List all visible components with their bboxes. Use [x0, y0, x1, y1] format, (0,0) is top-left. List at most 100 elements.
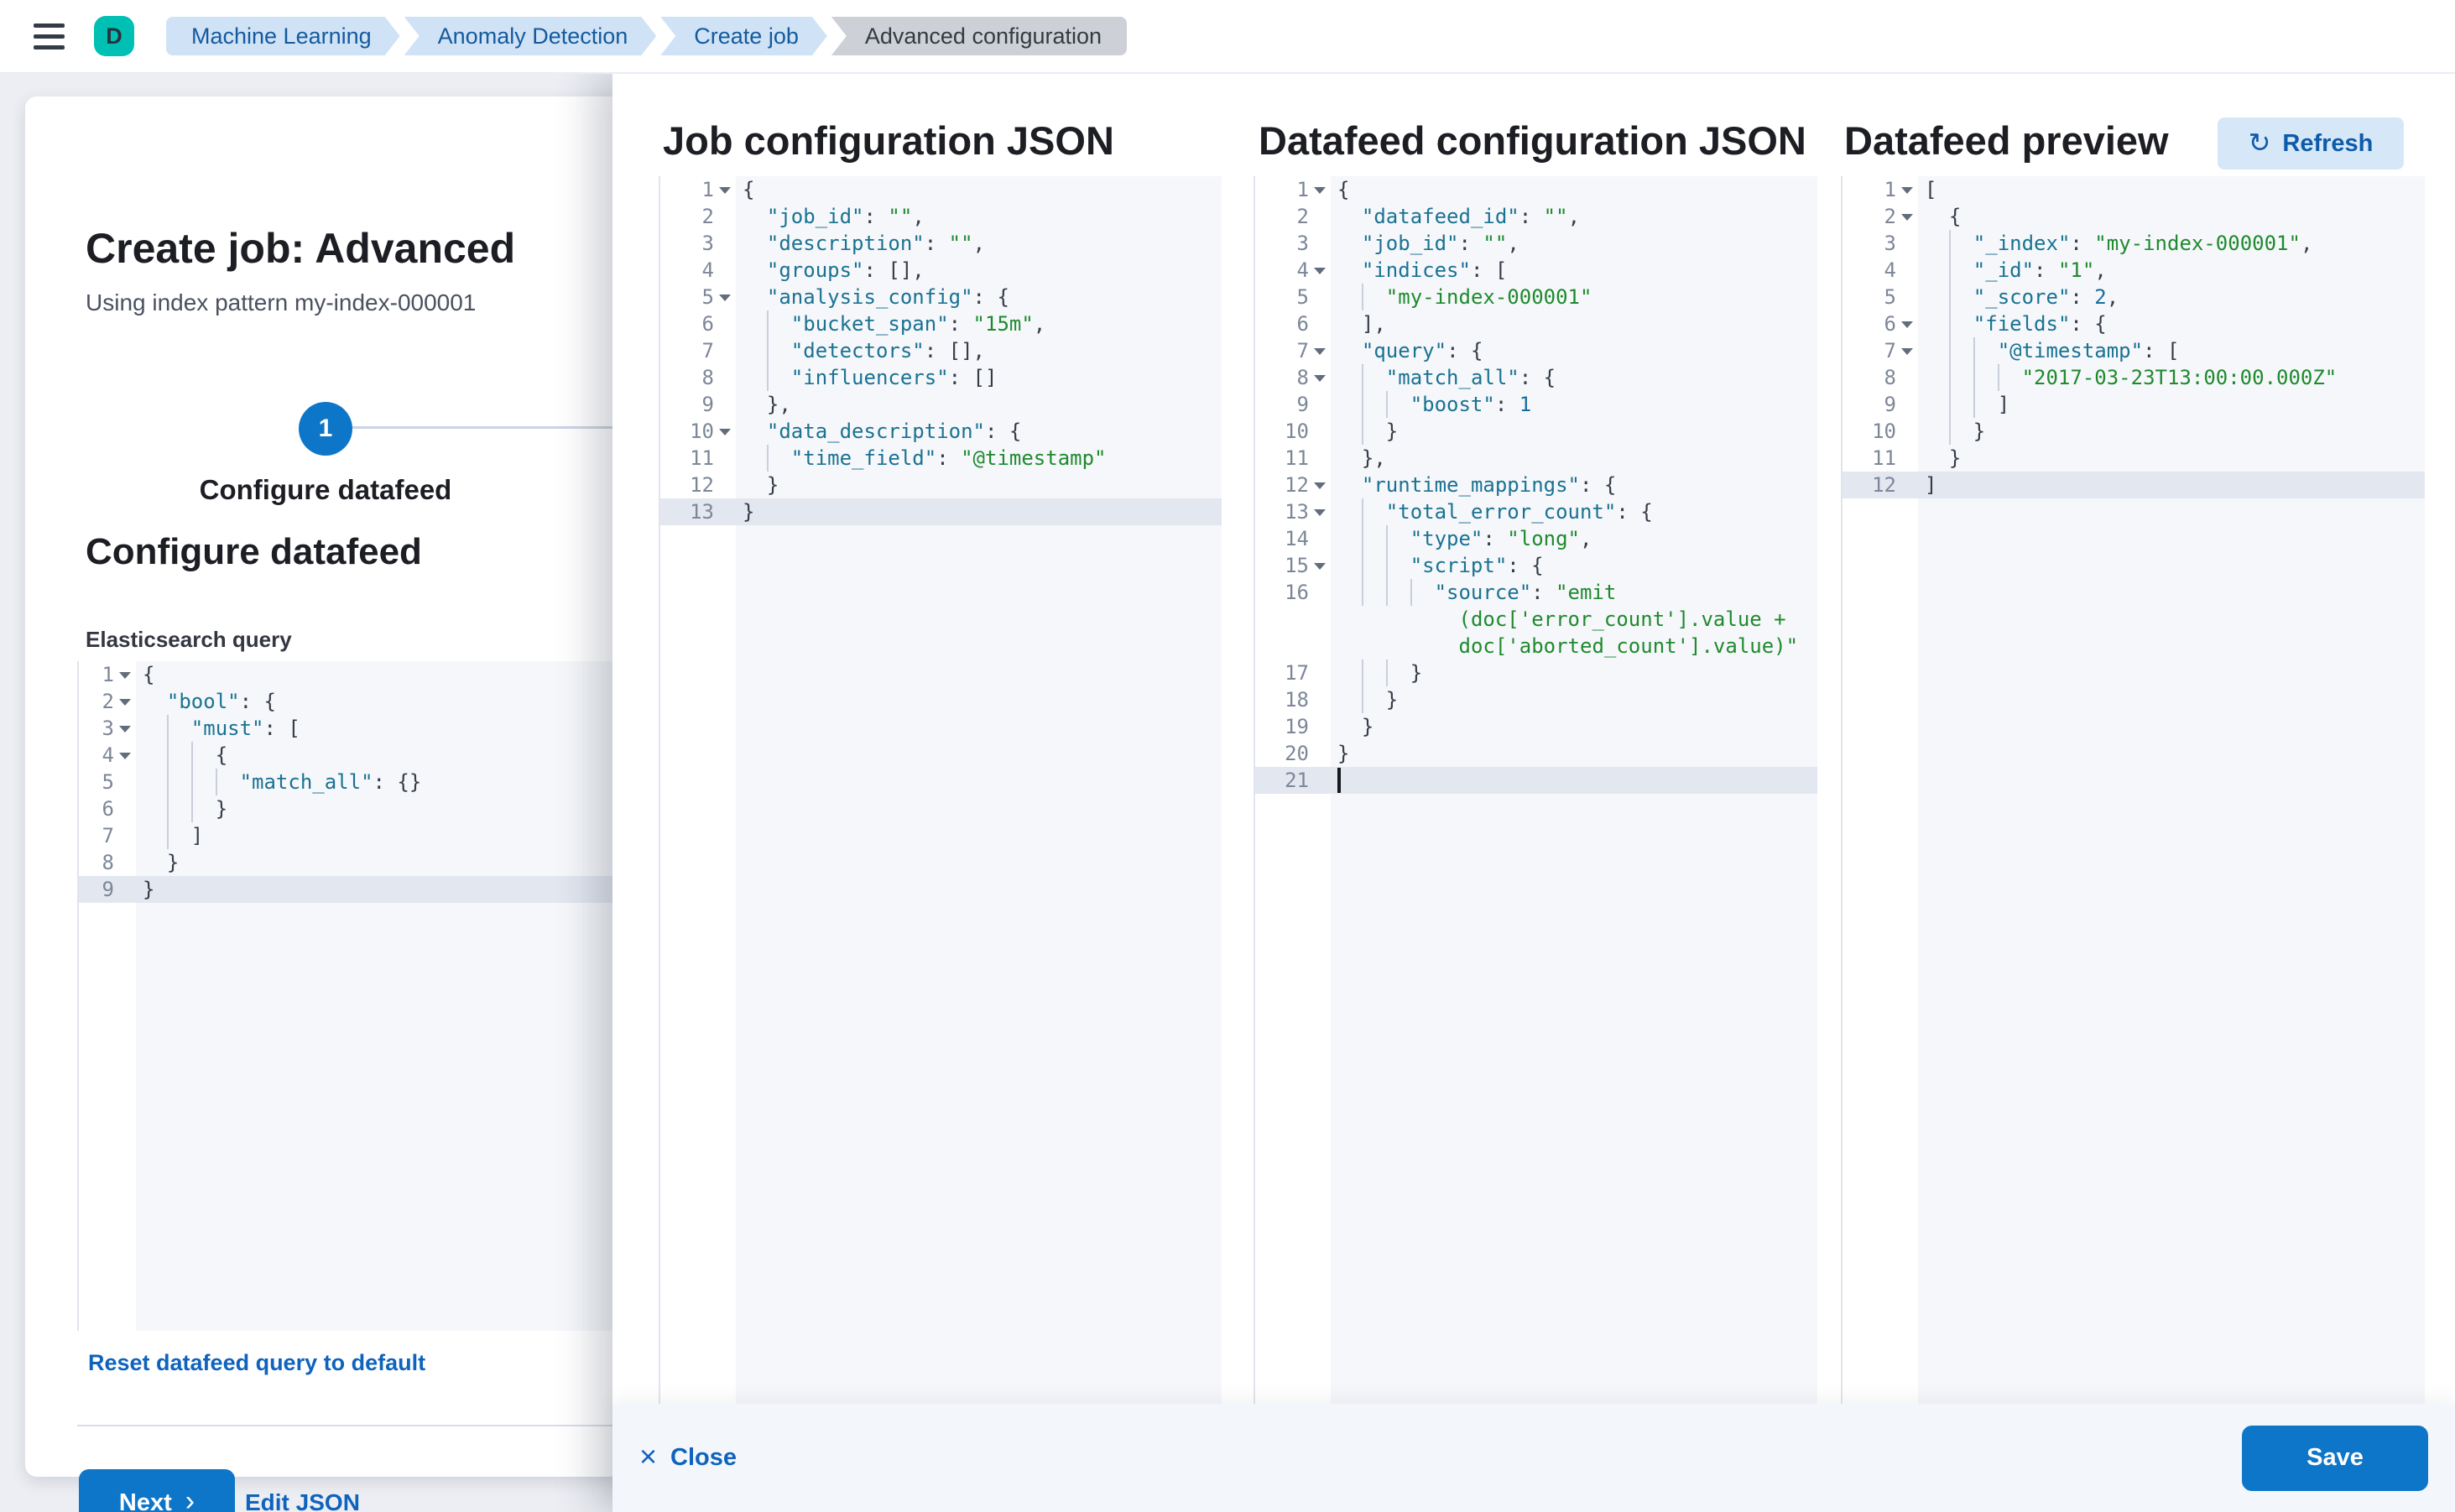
code-line[interactable]: 1[ [1884, 176, 1937, 203]
code-line[interactable]: 6 } [102, 795, 228, 822]
step-connector [326, 426, 646, 429]
code-line[interactable]: 11 } [1872, 446, 1962, 470]
code-line[interactable]: 17 } [1285, 660, 1423, 686]
code-line[interactable]: 8 } [102, 851, 180, 874]
breadcrumb-anomaly-detection[interactable]: Anomaly Detection [404, 17, 657, 55]
datafeed-config-editor[interactable]: 1{2 "datafeed_id": "", 3 "job_id": "",4 "… [1254, 176, 1817, 1404]
fold-arrow-icon[interactable] [1896, 176, 1918, 203]
code-line[interactable]: 5 "match_all": {} [102, 769, 422, 795]
fold-arrow-icon[interactable] [1309, 552, 1331, 579]
code-line[interactable]: 2 "datafeed_id": "", [1296, 205, 1581, 228]
code-line[interactable]: 15 "script": { [1285, 552, 1544, 579]
fold-arrow-icon[interactable] [1896, 310, 1918, 337]
code-line[interactable]: 4 "indices": [ [1296, 257, 1508, 284]
fold-arrow-icon[interactable] [714, 418, 736, 445]
code-line[interactable]: 7 "@timestamp": [ [1884, 337, 2180, 364]
next-button[interactable]: Next › [79, 1469, 235, 1512]
code-line[interactable]: 5 "_score": 2, [1884, 284, 2119, 310]
code-line[interactable]: 12 "runtime_mappings": { [1285, 472, 1617, 498]
code-line[interactable]: 8 "match_all": { [1296, 364, 1556, 391]
code-line[interactable]: 11 }, [1285, 446, 1386, 470]
code-line[interactable]: 3 "job_id": "", [1296, 232, 1519, 255]
code-line[interactable]: 20} [1285, 742, 1350, 765]
avatar[interactable]: D [94, 16, 134, 56]
code-line[interactable]: 4 "_id": "1", [1884, 257, 2107, 284]
json-flyout: Job configuration JSON Datafeed configur… [612, 74, 2455, 1512]
code-line[interactable]: 2 "bool": { [102, 688, 276, 715]
code-line[interactable]: 9 }, [701, 393, 791, 416]
code-line[interactable]: 7 ] [102, 822, 204, 849]
code-line[interactable]: 19 } [1285, 715, 1374, 738]
fold-arrow-icon[interactable] [114, 742, 136, 769]
save-button[interactable]: Save [2242, 1425, 2428, 1491]
code-line[interactable]: 3 "_index": "my-index-000001", [1884, 230, 2313, 257]
fold-arrow-icon[interactable] [114, 715, 136, 742]
job-config-title: Job configuration JSON [663, 118, 1114, 163]
code-line[interactable]: 2 "job_id": "", [701, 205, 925, 228]
code-line[interactable]: (doc['error_count'].value + [1458, 607, 1786, 631]
fold-arrow-icon[interactable] [1309, 472, 1331, 498]
fold-arrow-icon[interactable] [1896, 203, 1918, 230]
breadcrumb-advanced-configuration: Advanced configuration [831, 17, 1128, 55]
code-line[interactable]: 12] [1843, 472, 2425, 498]
code-line[interactable]: 16 "source": "emit [1285, 579, 1617, 606]
code-line[interactable]: 6 "fields": { [1884, 310, 2107, 337]
code-line[interactable]: 10 } [1872, 418, 1986, 445]
code-line[interactable]: 3 "description": "", [701, 232, 986, 255]
code-line[interactable]: 4 { [102, 742, 228, 769]
code-line[interactable]: 6 "bucket_span": "15m", [701, 310, 1046, 337]
fold-arrow-icon[interactable] [1309, 364, 1331, 391]
code-line[interactable]: 12 } [690, 473, 779, 497]
code-line[interactable]: 2 { [1884, 203, 1962, 230]
datafeed-config-title: Datafeed configuration JSON [1259, 118, 1806, 163]
code-line[interactable]: 7 "query": { [1296, 337, 1483, 364]
code-line[interactable]: 3 "must": [ [102, 715, 300, 742]
code-line[interactable]: 14 "type": "long", [1285, 525, 1592, 552]
code-line[interactable]: 9 "boost": 1 [1296, 391, 1532, 418]
code-line[interactable]: 1{ [102, 661, 155, 688]
reset-datafeed-query-link[interactable]: Reset datafeed query to default [88, 1350, 426, 1375]
code-line[interactable]: 13} [660, 498, 1222, 525]
step-1-label: Configure datafeed [199, 474, 452, 505]
fold-arrow-icon[interactable] [114, 688, 136, 715]
fold-arrow-icon[interactable] [114, 661, 136, 688]
fold-arrow-icon[interactable] [1896, 337, 1918, 364]
chevron-right-icon: › [185, 1484, 195, 1512]
code-line[interactable]: 1{ [701, 176, 755, 203]
code-line[interactable]: 5 "my-index-000001" [1296, 284, 1592, 310]
close-button[interactable]: × Close [639, 1439, 737, 1474]
code-line[interactable]: 21 [1255, 767, 1817, 794]
code-line[interactable]: 7 "detectors": [], [701, 337, 985, 364]
fold-arrow-icon[interactable] [714, 284, 736, 310]
menu-icon[interactable] [0, 0, 65, 73]
code-line[interactable]: 8 "influencers": [] [701, 364, 998, 391]
code-line[interactable]: 1{ [1296, 176, 1350, 203]
step-1-indicator[interactable]: 1 [299, 402, 352, 456]
top-header: D Machine Learning Anomaly Detection Cre… [0, 0, 2455, 74]
code-line[interactable]: 11 "time_field": "@timestamp" [690, 445, 1107, 472]
code-line[interactable]: 9 ] [1884, 391, 2010, 418]
create-job-panel: Create job: Advanced Using index pattern… [25, 96, 646, 1512]
es-query-editor[interactable]: 1{2 "bool": {3 "must": [4 {5 "match_all"… [77, 661, 646, 1331]
fold-arrow-icon[interactable] [1309, 498, 1331, 525]
refresh-button[interactable]: ↻ Refresh [2218, 117, 2404, 169]
code-line[interactable]: 10 } [1285, 418, 1399, 445]
code-line[interactable]: 10 "data_description": { [690, 418, 1022, 445]
fold-arrow-icon[interactable] [1309, 337, 1331, 364]
datafeed-preview-editor[interactable]: 1[2 {3 "_index": "my-index-000001",4 "_i… [1841, 176, 2425, 1404]
fold-arrow-icon[interactable] [1309, 176, 1331, 203]
fold-arrow-icon[interactable] [1309, 257, 1331, 284]
breadcrumb-machine-learning[interactable]: Machine Learning [166, 17, 400, 55]
job-config-editor[interactable]: 1{2 "job_id": "", 3 "description": "", 4 "… [659, 176, 1222, 1404]
code-line[interactable]: 4 "groups": [], [701, 258, 925, 282]
code-line[interactable]: 13 "total_error_count": { [1285, 498, 1653, 525]
breadcrumb-create-job[interactable]: Create job [660, 17, 827, 55]
code-line[interactable]: 5 "analysis_config": { [701, 284, 1009, 310]
code-line[interactable]: 8 "2017-03-23T13:00:00.000Z" [1884, 364, 2338, 391]
code-line[interactable]: doc['aborted_count'].value)" [1458, 634, 1799, 658]
code-line[interactable]: 9} [79, 876, 646, 903]
edit-json-link[interactable]: Edit JSON [245, 1489, 360, 1512]
fold-arrow-icon[interactable] [714, 176, 736, 203]
code-line[interactable]: 18 } [1285, 686, 1399, 713]
code-line[interactable]: 6 ], [1296, 312, 1386, 336]
